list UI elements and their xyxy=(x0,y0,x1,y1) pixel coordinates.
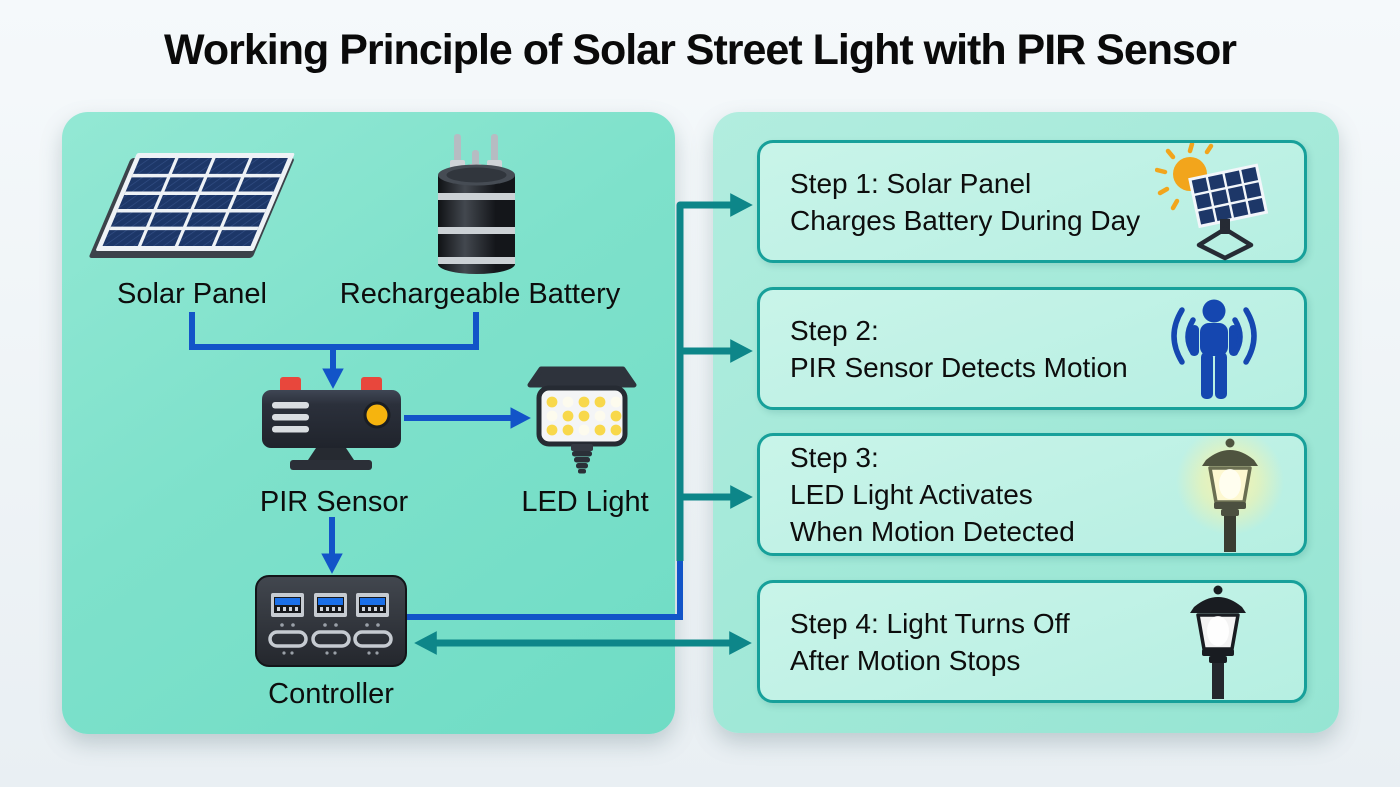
led-floodlight-icon xyxy=(527,366,637,474)
step-3-text: Step 3: LED Light Activates When Motion … xyxy=(760,439,1304,550)
step-4-text: Step 4: Light Turns Off After Motion Sto… xyxy=(760,605,1304,679)
step-3-line-2: LED Light Activates xyxy=(790,479,1033,510)
battery-icon xyxy=(438,134,515,274)
solar-panel-icon xyxy=(89,153,295,258)
step-2-line-2: PIR Sensor Detects Motion xyxy=(790,351,1128,383)
step-1-line-1: Step 1: Solar Panel xyxy=(790,167,1032,199)
step-2-card: Step 2: PIR Sensor Detects Motion xyxy=(757,287,1307,410)
solar-panel-label: Solar Panel xyxy=(117,278,267,310)
controller-icon xyxy=(255,575,407,667)
step-1-card: Step 1: Solar Panel Charges Battery Duri… xyxy=(757,140,1307,263)
step-2-text: Step 2: PIR Sensor Detects Motion xyxy=(760,312,1304,386)
step-4-line-1: Step 4: Light Turns Off xyxy=(790,607,1070,639)
led-light-label: LED Light xyxy=(521,486,649,518)
step-3-line-3: When Motion Detected xyxy=(790,516,1075,547)
controller-label: Controller xyxy=(268,678,394,710)
street-lamp-off-icon xyxy=(1190,585,1246,699)
step-2-line-1: Step 2: xyxy=(790,314,879,346)
street-lamp-on-icon xyxy=(1176,435,1284,552)
pir-sensor-label: PIR Sensor xyxy=(259,486,409,518)
step-1-text: Step 1: Solar Panel Charges Battery Duri… xyxy=(760,165,1304,239)
step-3-line-1: Step 3: xyxy=(790,442,879,473)
person-motion-icon xyxy=(1171,299,1257,399)
pir-sensor-icon xyxy=(262,377,401,470)
step-4-line-2: After Motion Stops xyxy=(790,644,1021,676)
step-1-line-2: Charges Battery During Day xyxy=(790,204,1141,236)
battery-label: Rechargeable Battery xyxy=(339,278,621,310)
step-4-card: Step 4: Light Turns Off After Motion Sto… xyxy=(757,580,1307,703)
page-title: Working Principle of Solar Street Light … xyxy=(164,26,1237,74)
step-3-card: Step 3: LED Light Activates When Motion … xyxy=(757,433,1307,556)
sun-solar-panel-icon xyxy=(1155,142,1269,260)
